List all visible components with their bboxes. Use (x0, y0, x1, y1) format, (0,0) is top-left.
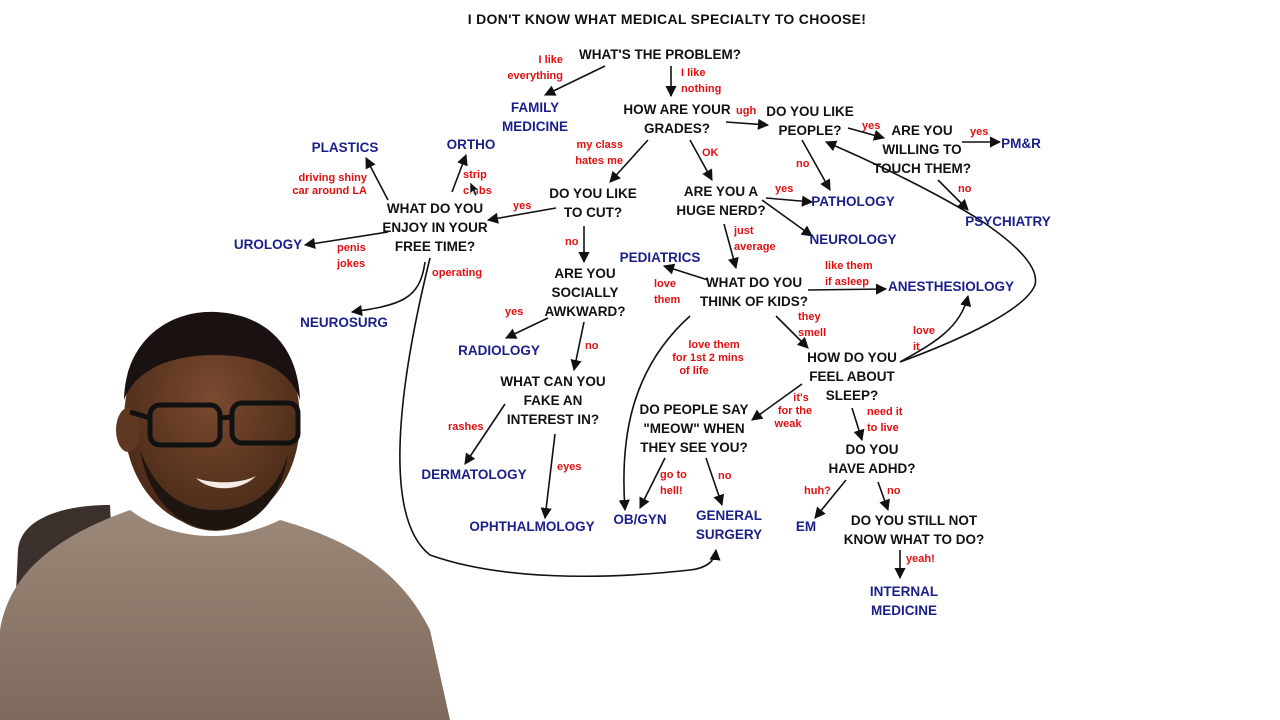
specialty-pediatrics: PEDIATRICS (620, 250, 701, 265)
flow-arrows (303, 65, 1037, 580)
edge-yes-pmr: yes (970, 126, 988, 138)
specialty-radiology: RADIOLOGY (458, 343, 540, 358)
specialty-neurology: NEUROLOGY (809, 232, 896, 247)
edge-ok: OK (702, 147, 719, 159)
diagram-title: I DON'T KNOW WHAT MEDICAL SPECIALTY TO C… (468, 11, 867, 27)
beard-shape (140, 450, 288, 530)
edge-no-pathology: no (796, 158, 810, 170)
edge-no-cut: no (565, 236, 579, 248)
specialty-obgyn: OB/GYN (613, 512, 666, 527)
hair-shape (124, 311, 300, 400)
specialty-dermatology: DERMATOLOGY (421, 467, 526, 482)
question-problem: WHAT'S THE PROBLEM? (579, 47, 741, 62)
edge-yes-cut: yes (513, 200, 531, 212)
edge-no-fake: no (585, 340, 599, 352)
head-shape (124, 312, 300, 528)
shirt-shape (0, 510, 450, 720)
specialty-ortho: ORTHO (447, 137, 496, 152)
edge-yes-nerd: yes (775, 183, 793, 195)
edge-huh: huh? (804, 485, 831, 497)
mouse-cursor-icon (469, 181, 480, 197)
edge-operating: operating (432, 267, 482, 279)
specialty-anesthesiology: ANESTHESIOLOGY (888, 279, 1014, 294)
specialty-ophthalmology: OPHTHALMOLOGY (469, 519, 594, 534)
specialty-plastics: PLASTICS (312, 140, 379, 155)
presenter-webcam-overlay (0, 311, 450, 720)
specialty-pmr: PM&R (1001, 136, 1041, 151)
specialty-urology: UROLOGY (234, 237, 302, 252)
smile-shape (196, 476, 256, 489)
edge-ugh: ugh (736, 105, 756, 117)
edge-yes-touch: yes (862, 120, 880, 132)
edge-no-meow: no (718, 470, 732, 482)
edge-eyes: eyes (557, 461, 581, 473)
glasses-icon (129, 400, 301, 448)
edge-no-psychiatry: no (958, 183, 972, 195)
specialty-psychiatry: PSYCHIATRY (965, 214, 1051, 229)
specialty-neurosurg: NEUROSURG (300, 315, 388, 330)
ear-shape (116, 408, 140, 452)
edge-yes-radiology: yes (505, 306, 523, 318)
edge-no-adhd: no (887, 485, 901, 497)
edge-yeah: yeah! (906, 553, 935, 565)
edge-rashes: rashes (448, 421, 483, 433)
specialty-pathology: PATHOLOGY (811, 194, 895, 209)
specialty-em: EM (796, 519, 816, 534)
